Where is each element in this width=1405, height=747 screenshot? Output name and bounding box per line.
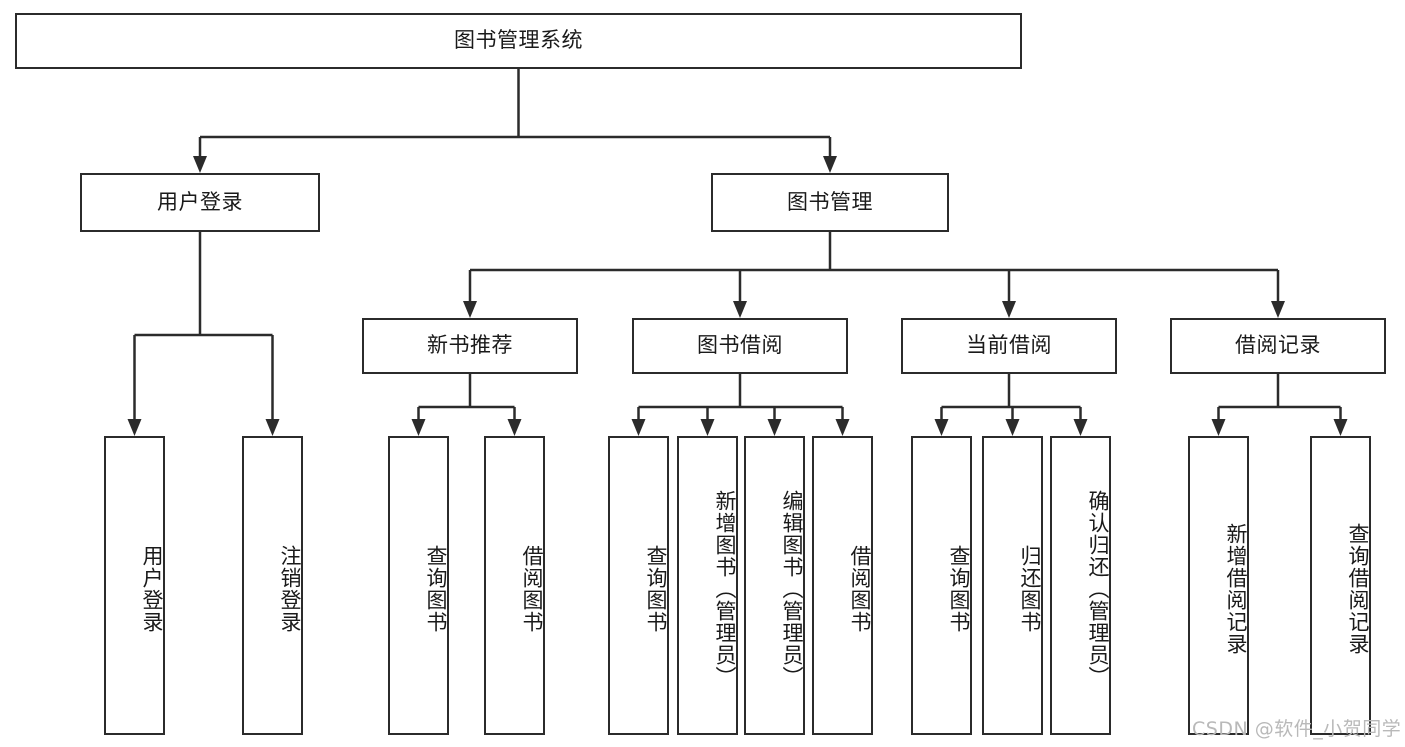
node-n_query[interactable]: 查询图书 [388,436,449,735]
arrowhead-n_query [411,419,426,436]
node-b_edit[interactable]: 编辑图书（管理员） [744,436,805,735]
node-label: 查询图书 [947,544,971,633]
node-label: 图书管理 [787,189,873,214]
node-bookmgmt[interactable]: 图书管理 [711,173,949,232]
node-b_lend[interactable]: 借阅图书 [812,436,873,735]
node-b_add[interactable]: 新增图书（管理员） [677,436,738,735]
arrowhead-l_login [127,419,142,436]
arrowhead-r_add [1211,419,1226,436]
arrowhead-b_edit [767,419,782,436]
node-login[interactable]: 用户登录 [80,173,320,232]
node-label: 注销登录 [278,544,302,633]
arrowhead-newbook [463,301,477,318]
arrowhead-record [1271,301,1285,318]
node-label: 图书借阅 [697,333,783,358]
arrowhead-current [1002,301,1016,318]
node-label: 用户登录 [157,189,243,214]
node-c_confirm[interactable]: 确认归还（管理员） [1050,436,1111,735]
node-n_borrow[interactable]: 借阅图书 [484,436,545,735]
node-current[interactable]: 当前借阅 [901,318,1117,374]
node-r_add[interactable]: 新增借阅记录 [1188,436,1249,735]
node-c_return[interactable]: 归还图书 [982,436,1043,735]
node-label: 借阅图书 [520,544,544,633]
arrowhead-b_lend [835,419,850,436]
node-newbook[interactable]: 新书推荐 [362,318,578,374]
node-label: 查询图书 [424,544,448,633]
node-label: 确认归还（管理员） [1086,489,1110,688]
node-root[interactable]: 图书管理系统 [15,13,1022,69]
node-l_login[interactable]: 用户登录 [104,436,165,735]
node-r_query[interactable]: 查询借阅记录 [1310,436,1371,735]
arrowhead-borrow [733,301,747,318]
node-label: 查询图书 [644,544,668,633]
node-label: 编辑图书（管理员） [780,489,804,688]
arrowhead-c_confirm [1073,419,1088,436]
node-label: 新书推荐 [427,333,513,358]
node-label: 当前借阅 [966,333,1052,358]
node-label: 图书管理系统 [454,28,583,53]
node-label: 用户登录 [140,544,164,633]
node-label: 借阅记录 [1235,333,1321,358]
arrowhead-c_query [934,419,949,436]
node-l_logout[interactable]: 注销登录 [242,436,303,735]
node-label: 查询借阅记录 [1346,522,1370,655]
node-borrow[interactable]: 图书借阅 [632,318,848,374]
arrowhead-l_logout [265,419,280,436]
arrowhead-r_query [1333,419,1348,436]
node-label: 新增图书（管理员） [713,489,737,688]
node-b_query[interactable]: 查询图书 [608,436,669,735]
node-label: 借阅图书 [848,544,872,633]
arrowhead-b_add [700,419,715,436]
node-record[interactable]: 借阅记录 [1170,318,1386,374]
arrowhead-login [193,156,207,173]
node-label: 新增借阅记录 [1224,522,1248,655]
arrowhead-n_borrow [507,419,522,436]
node-label: 归还图书 [1018,544,1042,633]
arrowhead-bookmgmt [823,156,837,173]
arrowhead-b_query [631,419,646,436]
arrowhead-c_return [1005,419,1020,436]
node-c_query[interactable]: 查询图书 [911,436,972,735]
